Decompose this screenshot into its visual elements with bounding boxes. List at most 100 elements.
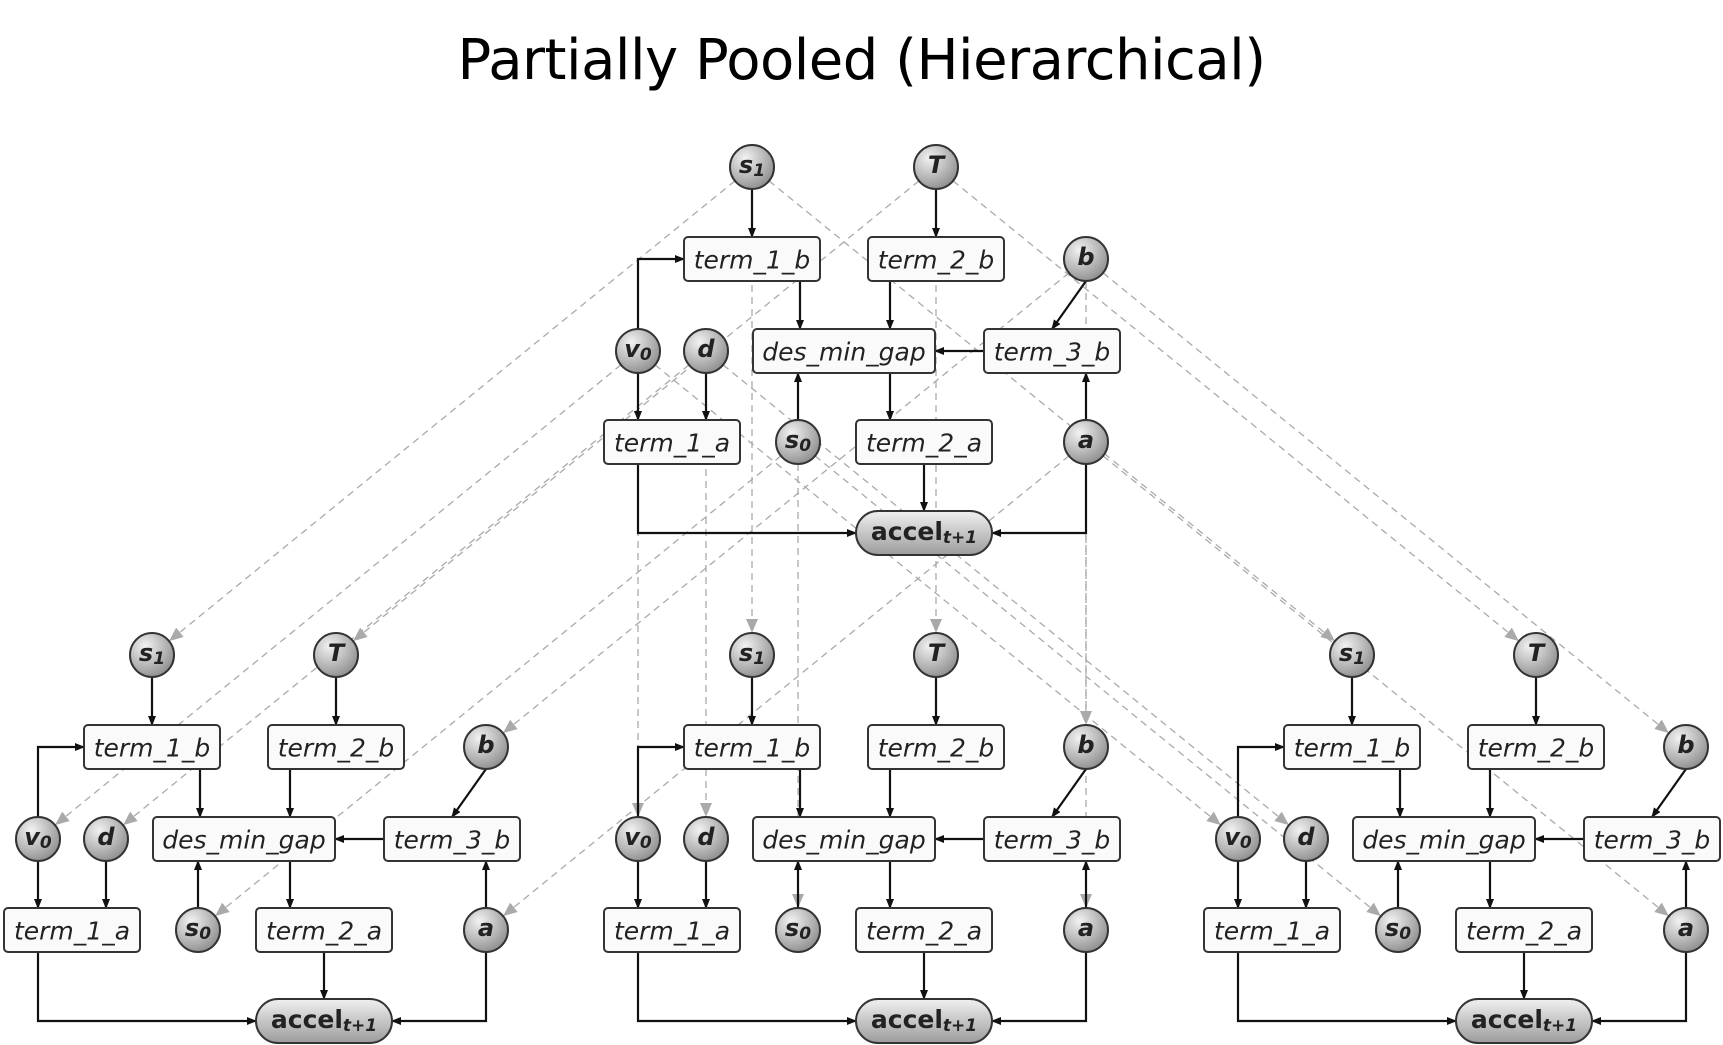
node-d-middle bbox=[683, 816, 729, 862]
node-b-middle bbox=[1063, 724, 1109, 770]
hyperprior-link-v0-right bbox=[654, 364, 1221, 826]
edge-term_1_a-accel bbox=[636, 952, 857, 1025]
node-des_min_gap-top bbox=[752, 328, 936, 374]
node-des_min_gap-right bbox=[1352, 816, 1536, 862]
node-label-a: a bbox=[478, 914, 494, 942]
node-s0-left bbox=[175, 907, 221, 953]
node-label-des_min_gap: des_min_gap bbox=[162, 826, 325, 855]
node-label-term_2_b: term_2_b bbox=[878, 734, 995, 763]
node-label-term_3_b: term_3_b bbox=[994, 826, 1111, 855]
node-term_1_b-left bbox=[83, 724, 221, 770]
edge-term_1_a-accel bbox=[1236, 952, 1457, 1025]
node-label-s0: s0 bbox=[785, 914, 811, 944]
node-term_2_a-right bbox=[1455, 907, 1593, 953]
node-accel-right bbox=[1455, 998, 1593, 1044]
node-label-accel: accelt+1 bbox=[871, 1005, 977, 1037]
node-T-right bbox=[1513, 632, 1559, 678]
node-label-term_2_b: term_2_b bbox=[1478, 734, 1595, 763]
node-term_1_a-top bbox=[603, 419, 741, 465]
node-label-v0: v0 bbox=[1224, 823, 1252, 853]
edge-v0-term_1_b bbox=[636, 255, 685, 329]
node-label-v0: v0 bbox=[624, 335, 652, 365]
node-s1-middle bbox=[729, 632, 775, 678]
node-a-right bbox=[1663, 907, 1709, 953]
node-term_1_b-middle bbox=[683, 724, 821, 770]
node-term_2_b-middle bbox=[867, 724, 1005, 770]
node-accel-top bbox=[855, 510, 993, 556]
node-label-v0: v0 bbox=[24, 823, 52, 853]
node-label-term_1_a: term_1_a bbox=[614, 917, 730, 946]
node-term_3_b-middle bbox=[983, 816, 1121, 862]
node-term_3_b-right bbox=[1583, 816, 1721, 862]
node-a-top bbox=[1063, 419, 1109, 465]
edge-a-accel bbox=[991, 464, 1088, 537]
hyperprior-link-T-right bbox=[952, 180, 1519, 642]
node-label-accel: accelt+1 bbox=[1471, 1005, 1577, 1037]
node-b-right bbox=[1663, 724, 1709, 770]
diagram-title: Partially Pooled (Hierarchical) bbox=[457, 28, 1266, 93]
node-d-right bbox=[1283, 816, 1329, 862]
node-s0-top bbox=[775, 419, 821, 465]
node-label-des_min_gap: des_min_gap bbox=[762, 338, 925, 367]
node-label-term_2_a: term_2_a bbox=[1466, 917, 1582, 946]
hyperprior-link-s1-right bbox=[768, 180, 1335, 642]
node-label-T: T bbox=[1528, 639, 1546, 667]
edge-v0-term_1_b bbox=[1236, 743, 1285, 817]
edge-term_1_a-accel bbox=[636, 464, 857, 537]
node-label-a: a bbox=[1678, 914, 1694, 942]
node-label-s0: s0 bbox=[1385, 914, 1411, 944]
node-label-term_2_b: term_2_b bbox=[878, 246, 995, 275]
node-b-left bbox=[463, 724, 509, 770]
edge-v0-term_1_b bbox=[36, 743, 85, 817]
node-label-b: b bbox=[1077, 243, 1094, 271]
node-accel-left bbox=[255, 998, 393, 1044]
node-term_2_a-middle bbox=[855, 907, 993, 953]
node-term_2_b-right bbox=[1467, 724, 1605, 770]
node-des_min_gap-left bbox=[152, 816, 336, 862]
node-label-term_2_b: term_2_b bbox=[278, 734, 395, 763]
node-des_min_gap-middle bbox=[752, 816, 936, 862]
node-s1-top bbox=[729, 144, 775, 190]
node-term_3_b-top bbox=[983, 328, 1121, 374]
node-term_1_a-middle bbox=[603, 907, 741, 953]
node-label-term_1_a: term_1_a bbox=[614, 429, 730, 458]
node-label-T: T bbox=[928, 151, 946, 179]
node-d-top bbox=[683, 328, 729, 374]
edge-b-term_3_b bbox=[1051, 280, 1087, 330]
node-label-d: d bbox=[697, 335, 715, 363]
node-label-T: T bbox=[928, 639, 946, 667]
node-label-s1: s1 bbox=[739, 639, 765, 669]
node-label-term_2_a: term_2_a bbox=[866, 429, 982, 458]
node-T-left bbox=[313, 632, 359, 678]
edge-v0-term_1_b bbox=[636, 743, 685, 817]
node-label-term_1_b: term_1_b bbox=[1294, 734, 1411, 763]
node-label-v0: v0 bbox=[624, 823, 652, 853]
node-label-term_3_b: term_3_b bbox=[994, 338, 1111, 367]
node-label-term_3_b: term_3_b bbox=[394, 826, 511, 855]
hyperprior-link-b-left bbox=[503, 272, 1070, 734]
edge-b-term_3_b bbox=[1051, 768, 1087, 818]
node-term_2_b-left bbox=[267, 724, 405, 770]
node-label-term_1_b: term_1_b bbox=[694, 734, 811, 763]
node-s1-right bbox=[1329, 632, 1375, 678]
hyperprior-link-s1-left bbox=[169, 180, 736, 642]
node-s0-right bbox=[1375, 907, 1421, 953]
node-term_1_b-top bbox=[683, 236, 821, 282]
node-term_1_b-right bbox=[1283, 724, 1421, 770]
edge-b-term_3_b bbox=[451, 768, 487, 818]
node-label-des_min_gap: des_min_gap bbox=[762, 826, 925, 855]
node-label-term_1_a: term_1_a bbox=[14, 917, 130, 946]
node-label-a: a bbox=[1078, 426, 1094, 454]
node-label-term_2_a: term_2_a bbox=[266, 917, 382, 946]
node-v0-middle bbox=[615, 816, 661, 862]
node-label-s0: s0 bbox=[185, 914, 211, 944]
node-label-s1: s1 bbox=[739, 151, 765, 181]
node-d-left bbox=[83, 816, 129, 862]
node-term_1_a-right bbox=[1203, 907, 1341, 953]
